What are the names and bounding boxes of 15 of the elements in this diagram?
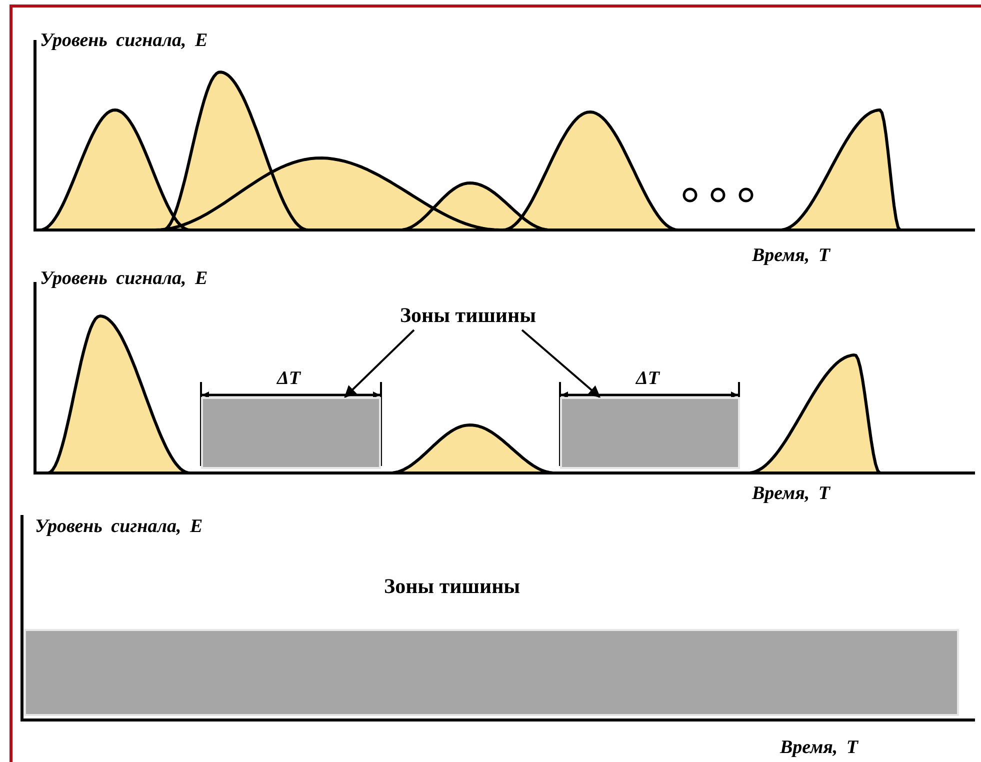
axis-title: Уровень сигнала, E (40, 30, 208, 52)
interval-label: ΔT (277, 368, 301, 390)
axis-title: Время, T (752, 483, 830, 505)
silence-zone-block (560, 397, 740, 469)
axis-title: Время, T (752, 245, 830, 267)
interval-label: ΔT (636, 368, 660, 390)
axis-title: Уровень сигнала, E (35, 516, 203, 538)
silence-zone-block (201, 397, 381, 469)
arrow (344, 329, 415, 398)
arrow (521, 329, 600, 398)
silence-zone-block (24, 629, 959, 716)
axis-title: Время, T (780, 737, 858, 759)
axis-title: Уровень сигнала, E (40, 268, 208, 290)
zone-caption: Зоны тишины (378, 300, 558, 330)
zone-caption: Зоны тишины (384, 574, 520, 599)
